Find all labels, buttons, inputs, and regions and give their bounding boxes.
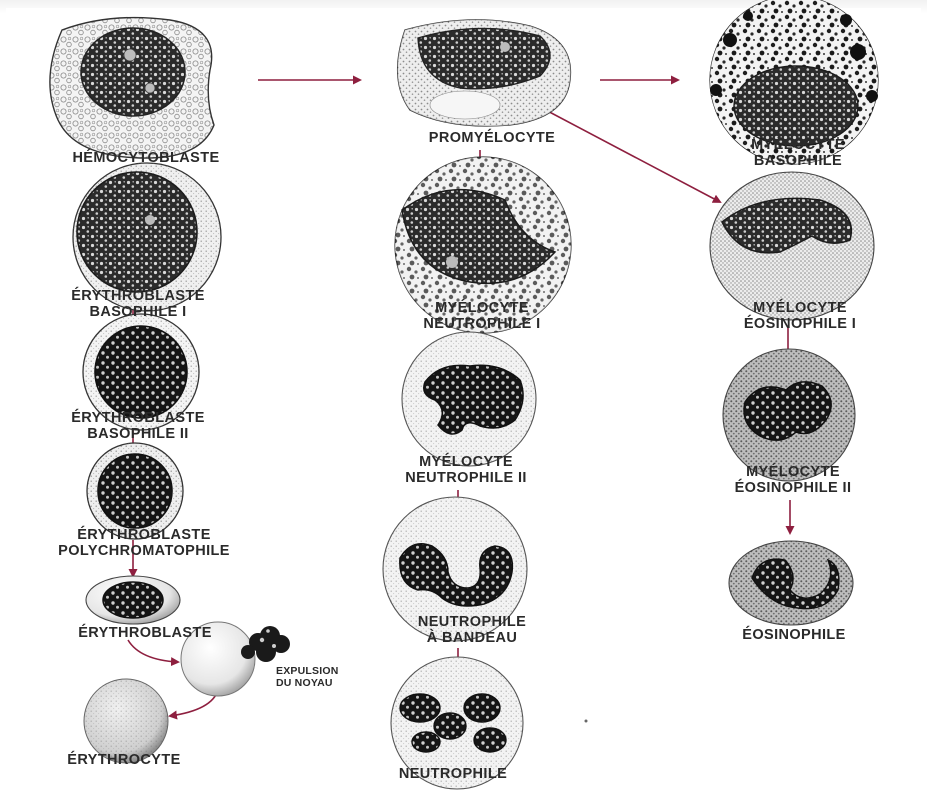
label-line: MYÉLOCYTE <box>751 137 845 153</box>
label-line: NEUTROPHILE <box>399 766 507 782</box>
label-neutrophile: NEUTROPHILE <box>399 766 507 782</box>
label-line: À BANDEAU <box>418 630 526 646</box>
label-neutrophile-bandeau: NEUTROPHILE À BANDEAU <box>418 614 526 646</box>
label-line: EXPULSION <box>276 665 338 677</box>
label-line: MYÉLOCYTE <box>405 454 527 470</box>
label-line: HÉMOCYTOBLASTE <box>72 150 219 166</box>
label-hemocytoblaste: HÉMOCYTOBLASTE <box>72 150 219 166</box>
promyelocyte-cell <box>398 20 571 126</box>
label-line: ÉOSINOPHILE II <box>735 480 852 496</box>
label-line: BASOPHILE II <box>71 426 205 442</box>
label-line: BASOPHILE I <box>71 304 205 320</box>
label-myelocyte-neutrophile-1: MYÉLOCYTE NEUTROPHILE I <box>423 300 540 332</box>
myelocyte-eosinophile-2-cell <box>723 349 855 481</box>
label-line: ÉRYTHROCYTE <box>67 752 180 768</box>
myelocyte-neutrophile-2-cell <box>402 332 536 466</box>
label-myelocyte-basophile: MYÉLOCYTE BASOPHILE <box>751 137 845 169</box>
label-line: POLYCHROMATOPHILE <box>58 543 230 559</box>
label-erythroblaste: ÉRYTHROBLASTE <box>78 625 212 641</box>
label-line: ÉOSINOPHILE <box>742 627 846 643</box>
label-erythroblaste-polychromatophile: ÉRYTHROBLASTE POLYCHROMATOPHILE <box>58 527 230 559</box>
label-line: ÉRYTHROBLASTE <box>58 527 230 543</box>
label-line: MYÉLOCYTE <box>423 300 540 316</box>
label-eosinophile: ÉOSINOPHILE <box>742 627 846 643</box>
label-myelocyte-eosinophile-1: MYÉLOCYTE ÉOSINOPHILE I <box>744 300 856 332</box>
myelocyte-eosinophile-1-cell <box>710 172 874 320</box>
hemocytoblaste-cell <box>50 18 214 159</box>
label-expulsion: EXPULSION DU NOYAU <box>276 665 338 689</box>
label-myelocyte-eosinophile-2: MYÉLOCYTE ÉOSINOPHILE II <box>735 464 852 496</box>
label-line: PROMYÉLOCYTE <box>429 130 555 146</box>
label-line: ÉRYTHROBLASTE <box>78 625 212 641</box>
label-promyelocyte: PROMYÉLOCYTE <box>429 130 555 146</box>
label-line: NEUTROPHILE I <box>423 316 540 332</box>
erythroblaste-cell <box>86 576 180 624</box>
label-line: DU NOYAU <box>276 677 338 689</box>
eosinophile-cell <box>729 541 853 625</box>
label-erythroblaste-basophile-2: ÉRYTHROBLASTE BASOPHILE II <box>71 410 205 442</box>
label-line: NEUTROPHILE II <box>405 470 527 486</box>
erythroblaste-polychromatophile-cell <box>87 443 183 539</box>
label-line: BASOPHILE <box>751 153 845 169</box>
arrow-promyelocyte-to-myelocyte-eosinophile <box>540 107 720 202</box>
erythrocyte-cell <box>84 679 168 763</box>
label-line: MYÉLOCYTE <box>744 300 856 316</box>
label-myelocyte-neutrophile-2: MYÉLOCYTE NEUTROPHILE II <box>405 454 527 486</box>
label-line: ÉRYTHROBLASTE <box>71 288 205 304</box>
label-line: ÉOSINOPHILE I <box>744 316 856 332</box>
label-erythroblaste-basophile-1: ÉRYTHROBLASTE BASOPHILE I <box>71 288 205 320</box>
arrow-erythroblaste-to-expulsion <box>128 640 178 662</box>
label-line: NEUTROPHILE <box>418 614 526 630</box>
label-line: ÉRYTHROBLASTE <box>71 410 205 426</box>
stray-dot <box>585 720 588 723</box>
label-line: MYÉLOCYTE <box>735 464 852 480</box>
label-erythrocyte: ÉRYTHROCYTE <box>67 752 180 768</box>
